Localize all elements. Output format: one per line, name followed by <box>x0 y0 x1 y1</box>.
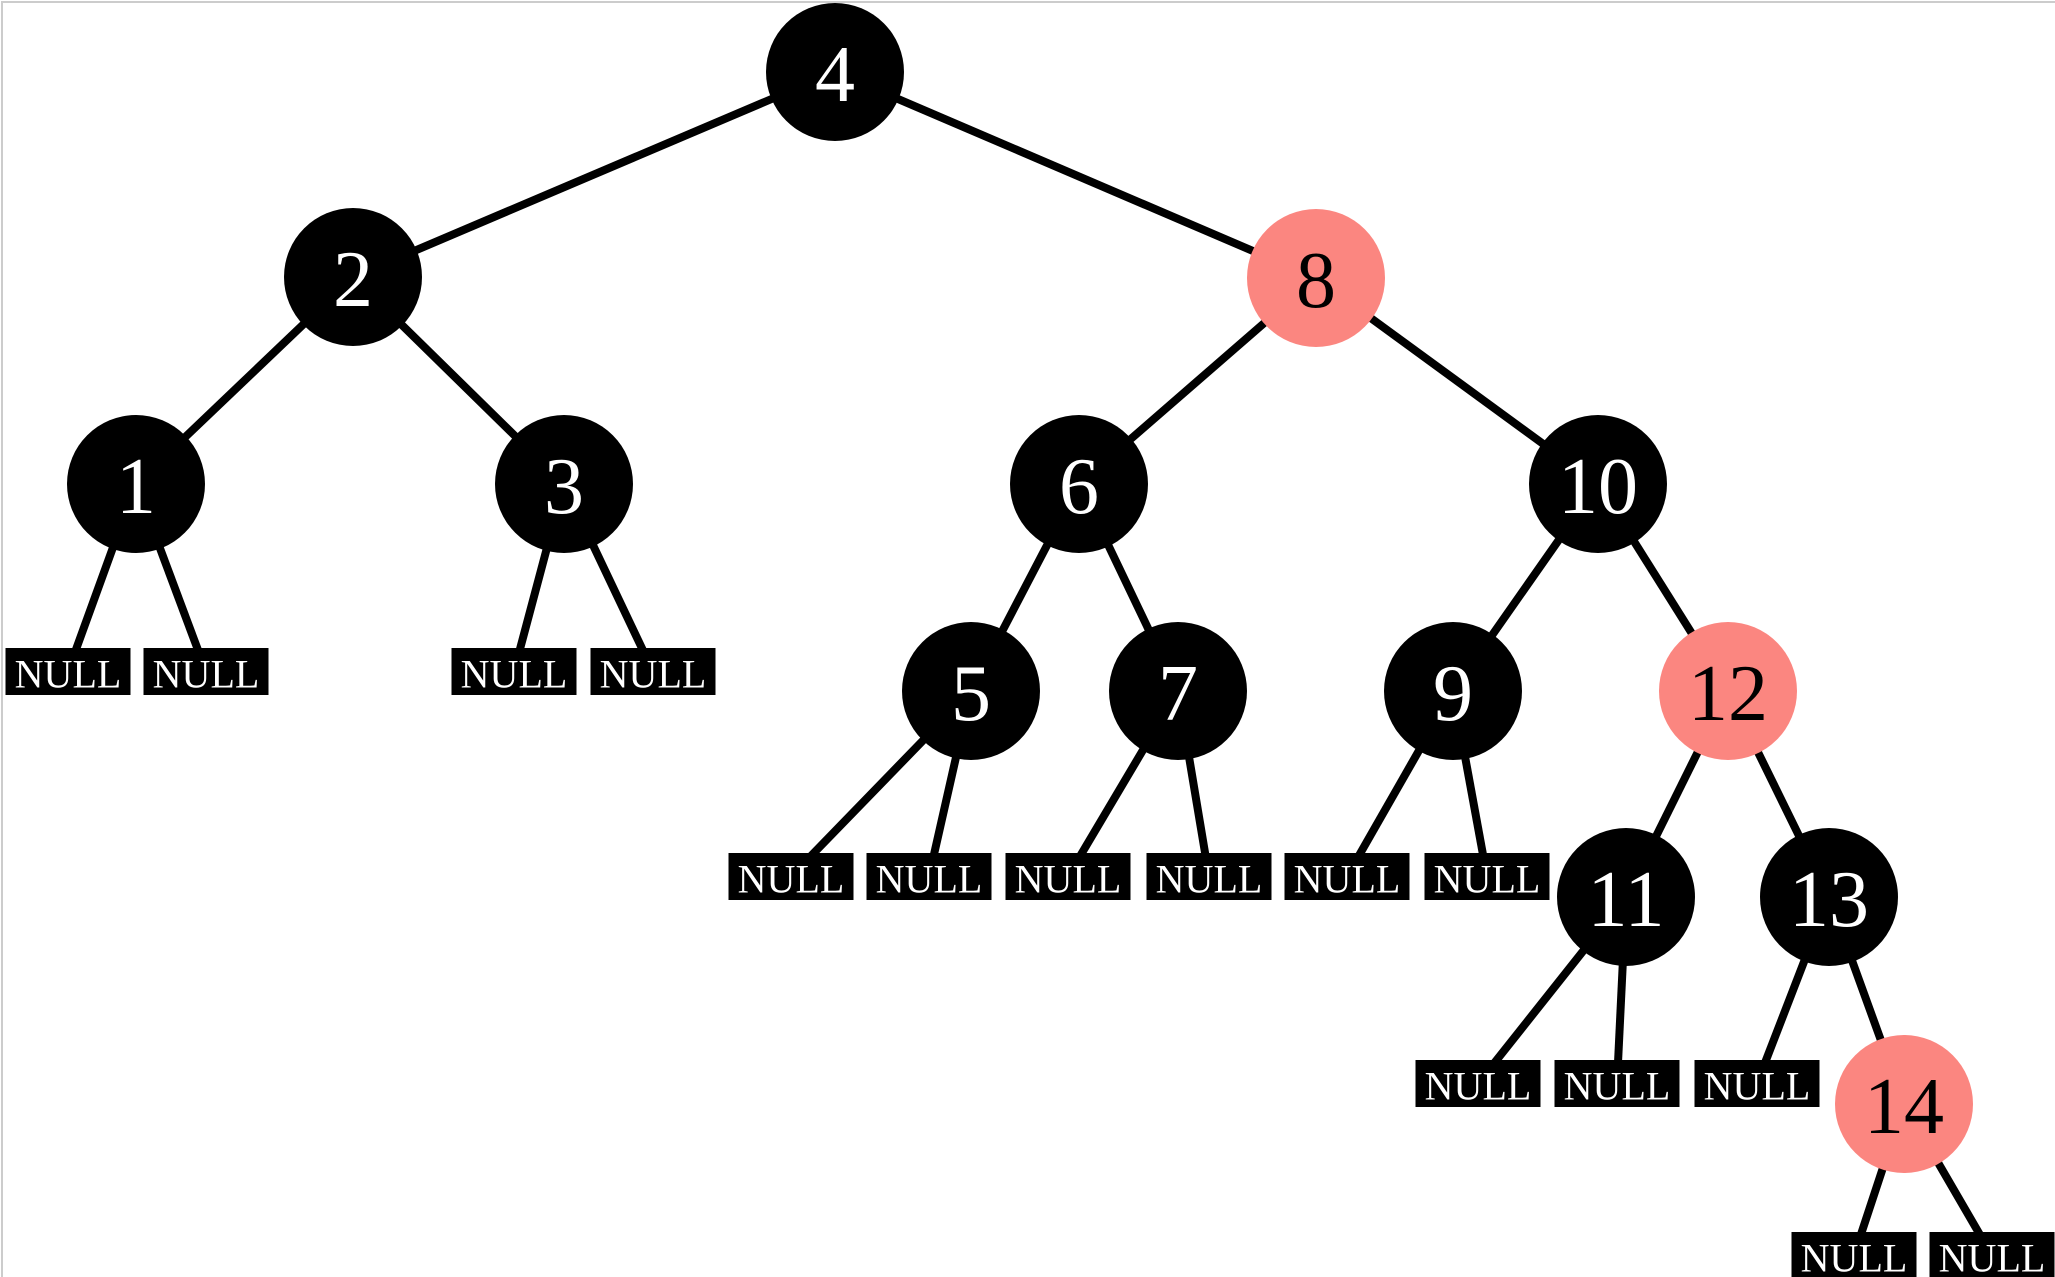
null-leaf-n8 <box>1146 853 1272 900</box>
null-leaf-n13 <box>1694 1060 1820 1107</box>
null-leaf-n7 <box>1005 853 1131 900</box>
tree-node-10 <box>1529 415 1667 553</box>
tree-node-14 <box>1835 1035 1973 1173</box>
null-leaf-n6 <box>866 853 992 900</box>
tree-node-1 <box>67 415 205 553</box>
null-leaf-n2 <box>143 648 269 695</box>
tree-node-11 <box>1557 828 1695 966</box>
null-leaf-n11 <box>1415 1060 1541 1107</box>
null-leaf-n14 <box>1791 1232 1917 1277</box>
null-leaf-n1 <box>5 648 131 695</box>
null-leaf-n3 <box>451 648 577 695</box>
null-leaf-n9 <box>1284 853 1410 900</box>
null-leaf-n12 <box>1554 1060 1680 1107</box>
null-leaf-n5 <box>728 853 854 900</box>
tree-node-12 <box>1659 622 1797 760</box>
tree-node-2 <box>284 208 422 346</box>
tree-node-3 <box>495 415 633 553</box>
edge-4-8 <box>833 68 1318 282</box>
null-leaf-n4 <box>590 648 716 695</box>
tree-node-13 <box>1760 828 1898 966</box>
tree-node-6 <box>1010 415 1148 553</box>
null-leaf-n15 <box>1929 1232 2055 1277</box>
tree-node-7 <box>1109 622 1247 760</box>
null-leaf-n10 <box>1424 853 1550 900</box>
tree-node-8 <box>1247 209 1385 347</box>
tree-node-4 <box>766 3 904 141</box>
edge-4-2 <box>351 68 837 281</box>
tree-node-9 <box>1384 622 1522 760</box>
tree-node-5 <box>902 622 1040 760</box>
